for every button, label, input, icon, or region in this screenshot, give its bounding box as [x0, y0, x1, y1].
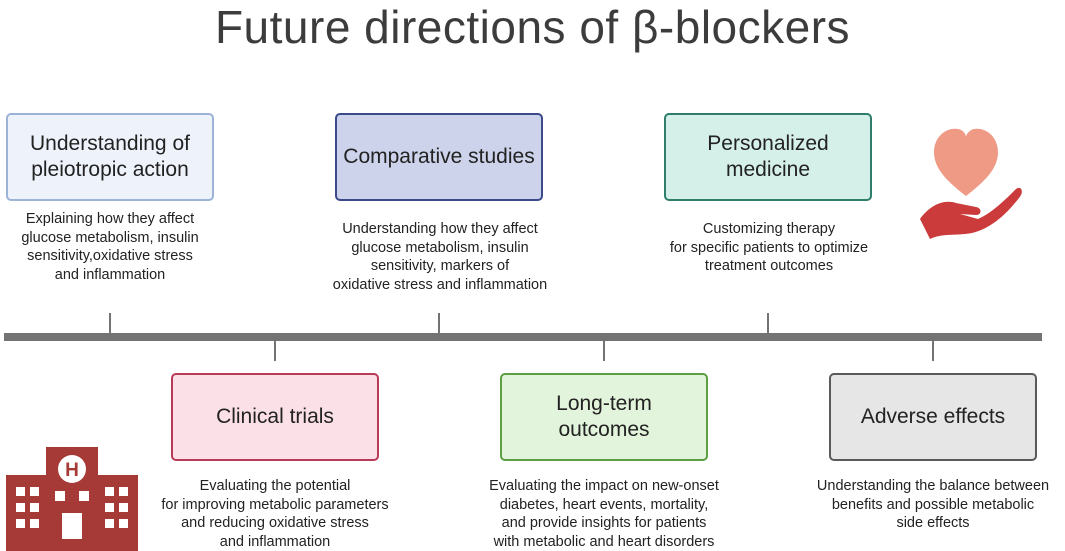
box-clinical-trials: Clinical trials — [171, 373, 379, 461]
box-adverse-effects: Adverse effects — [829, 373, 1037, 461]
timeline-tick — [438, 313, 440, 333]
timeline-tick — [767, 313, 769, 333]
heart-in-hand-icon — [920, 128, 1022, 239]
diagram-title: Future directions of β-blockers — [214, 1, 851, 53]
box-label: Understanding of pleiotropic action — [30, 132, 190, 181]
timeline-tick — [603, 341, 605, 361]
description-long-term-outcomes: Evaluating the impact on new-onset diabe… — [489, 478, 719, 550]
description-clinical-trials: Evaluating the potential for improving m… — [161, 478, 389, 550]
timeline-tick — [932, 341, 934, 361]
timeline-tick — [274, 341, 276, 361]
box-comparative-studies: Comparative studies — [335, 113, 543, 201]
description-adverse-effects: Understanding the balance between benefi… — [816, 478, 1050, 531]
hospital-letter: H — [65, 460, 79, 481]
box-label: Long-term outcomes — [556, 392, 652, 441]
box-label: Adverse effects — [860, 405, 1006, 428]
description-comparative-studies: Understanding how they affect glucose me… — [332, 221, 548, 293]
box-pleiotropic-action: Understanding of pleiotropic action — [6, 113, 214, 201]
box-label: Comparative studies — [343, 145, 535, 168]
hospital-icon: H — [6, 447, 138, 551]
description-personalized-medicine: Customizing therapy for specific patient… — [669, 221, 869, 274]
box-long-term-outcomes: Long-term outcomes — [500, 373, 708, 461]
description-pleiotropic-action: Explaining how they affect glucose metab… — [21, 211, 199, 283]
heart-shape — [934, 128, 998, 196]
box-label: Personalized medicine — [707, 132, 829, 181]
box-personalized-medicine: Personalized medicine — [664, 113, 872, 201]
timeline-bar — [4, 333, 1042, 341]
hand-shape — [920, 187, 1022, 239]
timeline-tick — [109, 313, 111, 333]
box-label: Clinical trials — [216, 405, 334, 428]
